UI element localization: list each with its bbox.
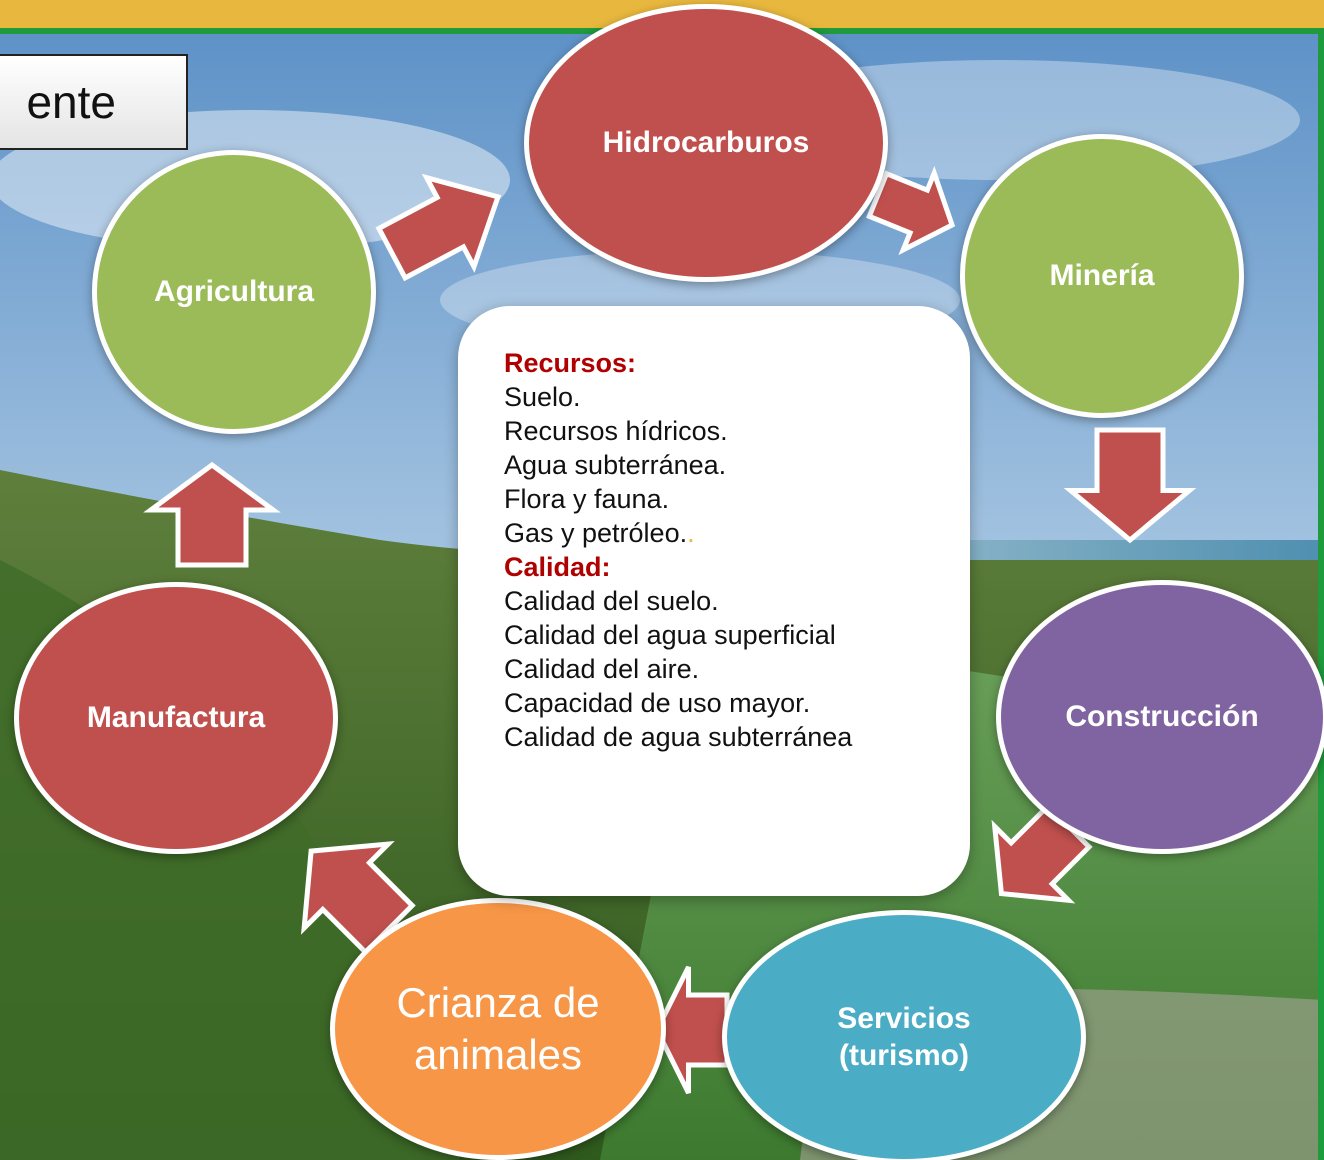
- resources-heading: Recursos:: [504, 348, 637, 378]
- quality-item: Calidad de agua subterránea: [504, 722, 853, 752]
- node-servicios-label: Servicios (turismo): [837, 1001, 971, 1073]
- node-agricultura-label: Agricultura: [153, 275, 315, 309]
- resource-item-last-suffix: .: [687, 518, 695, 548]
- quality-heading: Calidad:: [504, 552, 611, 582]
- quality-item: Calidad del aire.: [504, 654, 700, 684]
- slide-title-text: ente: [26, 76, 116, 128]
- resource-item: Agua subterránea.: [504, 450, 727, 480]
- center-info-box: [458, 306, 970, 896]
- node-manufactura-label: Manufactura: [86, 701, 266, 735]
- resource-item: Flora y fauna.: [504, 484, 670, 514]
- node-crianza-label: Crianza de animales: [396, 978, 600, 1079]
- node-hidrocarburos-label: Hidrocarburos: [602, 126, 810, 160]
- right-accent-bar: [1318, 30, 1324, 1160]
- resource-item-last: Gas y petróleo..: [504, 516, 964, 550]
- node-construccion-label: Construcción: [1065, 700, 1259, 734]
- node-agricultura: Agricultura: [92, 150, 376, 434]
- quality-item: Calidad del agua superficial: [504, 620, 836, 650]
- center-info-text: Recursos: Suelo. Recursos hídricos. Agua…: [504, 346, 964, 754]
- resource-item-last-text: Gas y petróleo.: [504, 518, 688, 548]
- quality-item: Capacidad de uso mayor.: [504, 688, 811, 718]
- node-mineria-label: Minería: [1049, 259, 1155, 293]
- node-crianza: Crianza de animales: [330, 898, 666, 1160]
- node-servicios: Servicios (turismo): [722, 910, 1086, 1160]
- resource-item: Suelo.: [504, 382, 581, 412]
- slide-title-box: ente: [0, 54, 188, 150]
- node-construccion: Construcción: [996, 580, 1324, 854]
- node-manufactura: Manufactura: [14, 582, 338, 854]
- quality-item: Calidad del suelo.: [504, 586, 719, 616]
- node-mineria: Minería: [960, 134, 1244, 418]
- node-hidrocarburos: Hidrocarburos: [524, 4, 888, 282]
- resource-item: Recursos hídricos.: [504, 416, 728, 446]
